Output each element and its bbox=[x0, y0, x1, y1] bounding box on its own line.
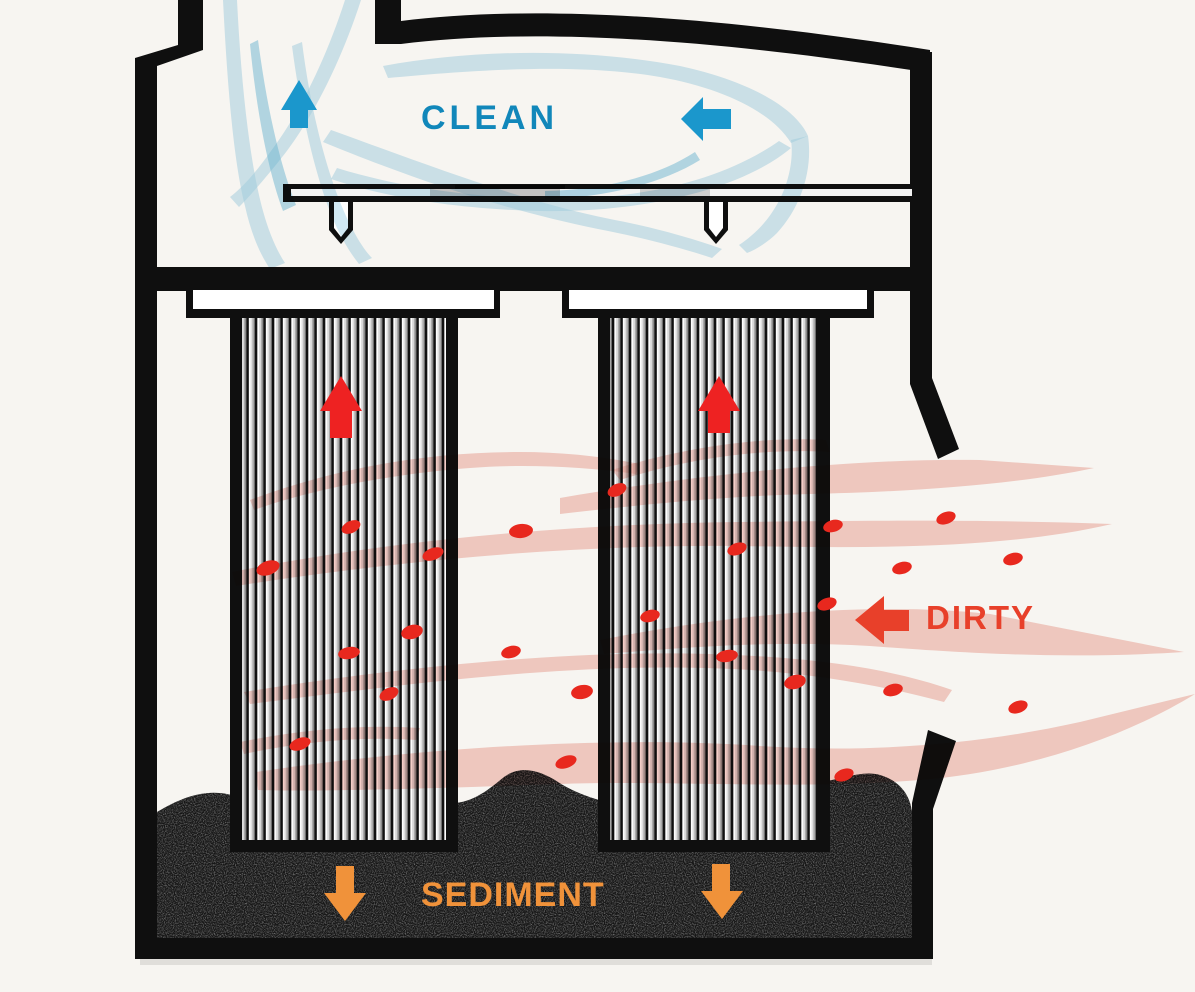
right-wall-lower bbox=[912, 730, 956, 938]
filter-mount-plate-right bbox=[562, 290, 874, 318]
filter-up-arrow-right-icon bbox=[698, 376, 740, 433]
clean-air-swirl-accent bbox=[250, 40, 700, 211]
left-wall bbox=[135, 0, 203, 938]
top-ceiling bbox=[375, 0, 930, 73]
clean-left-arrow-icon bbox=[681, 97, 731, 141]
clean-label: CLEAN bbox=[421, 99, 559, 137]
vessel-shadow bbox=[140, 959, 932, 965]
chamber-divider bbox=[150, 267, 912, 291]
pulse-nozzle-right bbox=[704, 202, 728, 244]
filter-up-arrow-left-icon bbox=[320, 376, 362, 438]
dirty-label: DIRTY bbox=[926, 599, 1035, 636]
right-wall-upper bbox=[910, 52, 959, 459]
dirty-air-streaks bbox=[232, 439, 1195, 791]
sediment-down-arrow-left-icon bbox=[324, 866, 366, 921]
clean-up-arrow-icon bbox=[281, 80, 317, 128]
bottom-floor bbox=[135, 938, 933, 959]
dust-particles bbox=[256, 483, 1028, 782]
clean-air-swirl bbox=[223, 0, 810, 269]
filter-mount-plate-left bbox=[186, 290, 500, 318]
sediment-down-arrow-right-icon bbox=[701, 864, 743, 919]
sediment-label: SEDIMENT bbox=[421, 876, 605, 914]
dirty-left-arrow-icon bbox=[855, 596, 909, 644]
